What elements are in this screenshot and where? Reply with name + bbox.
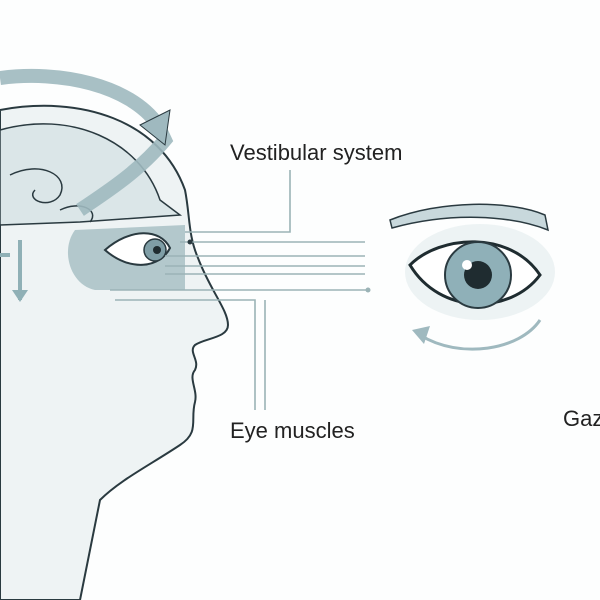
arrow-head <box>139 109 171 146</box>
gaze-arrow <box>419 319 542 351</box>
label-vestibular-system: Vestibular system <box>230 140 403 165</box>
brain-region <box>0 123 183 226</box>
connection-lines <box>110 170 370 410</box>
eyebrow <box>389 203 550 232</box>
label-eye-muscles: Eye muscles <box>230 418 355 443</box>
eye-illustration <box>389 203 555 351</box>
label-gaze: Gaz <box>563 406 600 431</box>
